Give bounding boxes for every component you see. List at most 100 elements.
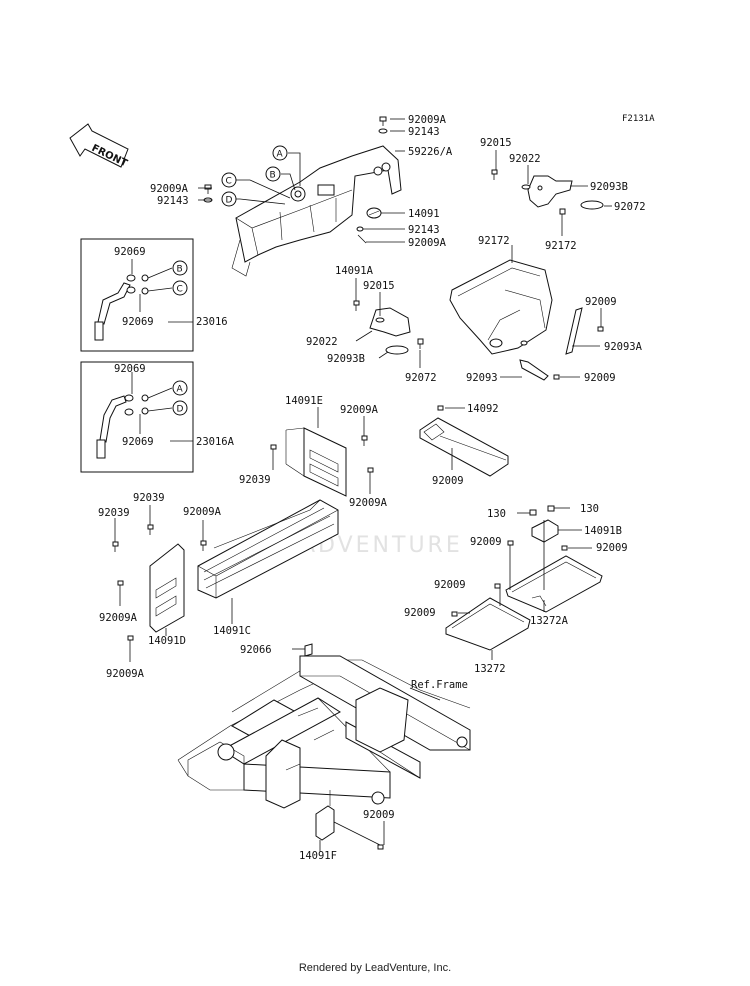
part-label: 92072 xyxy=(614,201,646,213)
svg-text:B: B xyxy=(270,171,276,181)
panel-14091e-part xyxy=(270,427,374,497)
part-label: 92039 xyxy=(133,492,165,504)
frame-part xyxy=(177,643,471,809)
part-label: 92009 xyxy=(404,607,436,619)
part-label: 14092 xyxy=(467,403,499,415)
part-label: 92069 xyxy=(114,363,146,375)
panel-14091c-part xyxy=(112,499,339,599)
part-label: 92009 xyxy=(470,536,502,548)
part-label: 92009 xyxy=(585,296,617,308)
part-label: 130 xyxy=(487,508,506,520)
part-label: 92015 xyxy=(363,280,395,292)
part-label: 23016A xyxy=(196,436,235,448)
part-label: 92009A xyxy=(99,612,138,624)
tray-13272a-part xyxy=(505,540,603,613)
credit-footer: Rendered by LeadVenture, Inc. xyxy=(298,962,452,974)
tray-13272-part xyxy=(445,583,531,651)
part-label: 92069 xyxy=(122,436,154,448)
leader-lines xyxy=(500,245,602,378)
part-label: 92015 xyxy=(480,137,512,149)
callout-b: B xyxy=(265,166,281,182)
callout-c: C xyxy=(172,280,188,296)
part-label: 92039 xyxy=(239,474,271,486)
front-arrow-icon: FRONT xyxy=(69,123,129,170)
part-label: 92069 xyxy=(122,316,154,328)
svg-text:A: A xyxy=(177,385,184,395)
guard-14091f-part xyxy=(315,790,384,850)
part-label: 92093 xyxy=(466,372,498,384)
part-label: 92172 xyxy=(545,240,577,252)
svg-text:D: D xyxy=(177,405,184,415)
part-label: 92009 xyxy=(363,809,395,821)
part-label: 92093A xyxy=(604,341,643,353)
part-label: 92009 xyxy=(584,372,616,384)
part-label: 92072 xyxy=(405,372,437,384)
leader-lines xyxy=(355,278,421,368)
callout-a: A xyxy=(172,380,188,396)
part-label: 14091F xyxy=(299,850,337,862)
leader-lines xyxy=(131,259,193,323)
part-label: 14091E xyxy=(285,395,323,407)
part-label: 92009A xyxy=(340,404,379,416)
part-label: 23016 xyxy=(196,316,228,328)
part-label: 92009 xyxy=(432,475,464,487)
leader-lines xyxy=(495,150,612,236)
diagram-code: F2131A xyxy=(622,114,655,124)
cap-14091-part xyxy=(366,207,382,219)
leader-lines xyxy=(445,407,465,470)
bolt-icon xyxy=(491,169,566,219)
part-label: 14091A xyxy=(335,265,374,277)
leader-lines xyxy=(292,648,441,852)
part-label: 92093B xyxy=(590,181,628,193)
part-label: 14091C xyxy=(213,625,251,637)
part-label: 92009A xyxy=(408,237,447,249)
svg-text:C: C xyxy=(226,177,232,187)
panel-14092-part xyxy=(419,405,509,477)
part-label: 92009A xyxy=(349,497,388,509)
part-label: 13272A xyxy=(530,615,569,627)
part-label: 92022 xyxy=(306,336,338,348)
part-label: 92143 xyxy=(157,195,189,207)
clip-92072-part xyxy=(580,200,604,210)
part-label: 92009A xyxy=(150,183,189,195)
panel-14091b-part xyxy=(529,505,559,543)
callout-a: A xyxy=(272,145,288,161)
part-label: 14091B xyxy=(584,525,622,537)
instrument-panel-part xyxy=(231,145,402,277)
cover-14091a-part xyxy=(449,259,604,381)
inset-box-23016a xyxy=(80,361,194,473)
part-label: 92009A xyxy=(408,114,447,126)
bracket-92093b-part xyxy=(527,175,573,208)
shift-cable-23016a-part xyxy=(96,394,149,459)
shift-cable-23016-part xyxy=(94,274,149,341)
part-label: 92093B xyxy=(327,353,365,365)
bracket-92093b-part xyxy=(353,300,424,355)
bracket-14091d-part xyxy=(117,543,185,646)
callout-c: C xyxy=(221,172,237,188)
part-label: 13272 xyxy=(474,663,506,675)
inset-box-23016 xyxy=(80,238,194,352)
part-label: 92009A xyxy=(183,506,222,518)
part-label: 92069 xyxy=(114,246,146,258)
leader-lines xyxy=(131,372,193,442)
leader-lines xyxy=(458,507,592,660)
leader-lines xyxy=(114,505,233,662)
part-label: 92172 xyxy=(478,235,510,247)
part-label: 92143 xyxy=(408,126,440,138)
part-label: 92066 xyxy=(240,644,272,656)
svg-text:D: D xyxy=(226,196,233,206)
leader-lines xyxy=(272,407,371,494)
svg-text:C: C xyxy=(177,285,183,295)
callout-d: D xyxy=(172,400,188,416)
part-label: 14091 xyxy=(408,208,440,220)
part-label: 92009 xyxy=(596,542,628,554)
part-label: 92009A xyxy=(106,668,145,680)
svg-text:A: A xyxy=(277,150,284,160)
svg-text:B: B xyxy=(177,265,183,275)
part-label: 92009 xyxy=(434,579,466,591)
part-label: 59226/A xyxy=(408,146,453,158)
ref-frame-label: Ref.Frame xyxy=(411,679,468,691)
part-label: 14091D xyxy=(148,635,186,647)
part-label: 130 xyxy=(580,503,599,515)
